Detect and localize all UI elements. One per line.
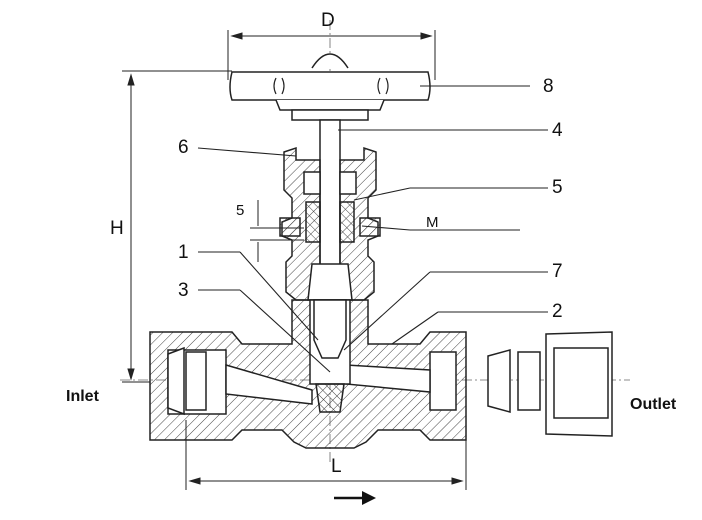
part-label-8: 8 bbox=[543, 76, 554, 97]
inlet-ferrule bbox=[167, 346, 207, 416]
outlet-fittings bbox=[487, 331, 613, 437]
dim-h-label: H bbox=[110, 218, 124, 239]
part-label-3: 3 bbox=[178, 280, 189, 301]
dimension-h bbox=[122, 70, 232, 383]
flow-arrow bbox=[334, 491, 376, 505]
leader-lines bbox=[197, 85, 548, 373]
part-label-6: 6 bbox=[178, 137, 189, 158]
dimension-d bbox=[227, 30, 436, 80]
part-label-4: 4 bbox=[552, 120, 563, 141]
handwheel bbox=[229, 53, 431, 121]
part-label-5: 5 bbox=[552, 177, 563, 198]
part-label-7: 7 bbox=[552, 261, 563, 282]
bonnet bbox=[281, 146, 379, 301]
dim-thread-label: 5 bbox=[236, 202, 245, 219]
part-label-1: 1 bbox=[178, 242, 189, 263]
outlet-label: Outlet bbox=[630, 396, 677, 413]
needle bbox=[313, 299, 347, 359]
dim-d-label: D bbox=[321, 10, 335, 31]
part-label-2: 2 bbox=[552, 301, 563, 322]
dimension-thread bbox=[250, 200, 304, 262]
inlet-label: Inlet bbox=[66, 388, 99, 405]
part-label-m: M bbox=[426, 214, 439, 231]
lock-nut bbox=[279, 217, 381, 237]
dim-l-label: L bbox=[331, 456, 342, 477]
dimension-l bbox=[185, 420, 467, 490]
